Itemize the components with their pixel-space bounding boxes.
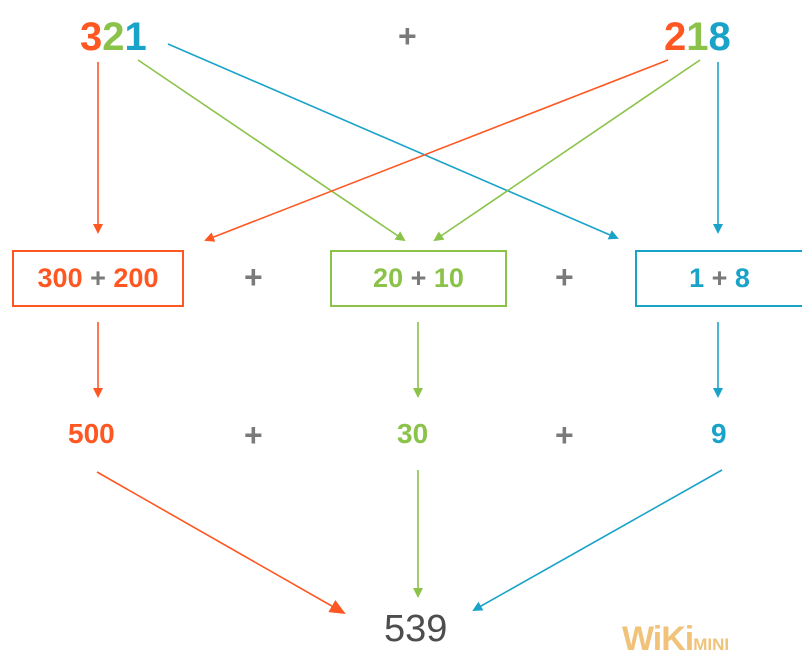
arrow-1-to-ones — [167, 43, 619, 240]
tens-box-b: 10 — [433, 263, 464, 293]
logo-wiki-text: WiKi — [622, 620, 694, 658]
right-hundreds-digit: 2 — [664, 15, 687, 59]
arrow-500-to-result — [96, 471, 346, 614]
ones-box-plus: + — [711, 263, 728, 293]
left-tens-digit: 2 — [102, 15, 125, 59]
right-addend: 218 — [664, 17, 731, 57]
partial-plus-2: + — [555, 417, 574, 453]
wikimini-logo: WiKiMINI — [622, 620, 729, 659]
tens-box: 20 + 10 — [330, 250, 507, 307]
partial-sum-tens: 30 — [397, 418, 429, 449]
tens-box-a: 20 — [373, 263, 404, 293]
left-ones-digit: 1 — [124, 15, 147, 59]
left-addend: 321 — [80, 17, 147, 57]
ones-box-b: 8 — [734, 263, 750, 293]
hundreds-box: 300 + 200 — [12, 250, 184, 307]
hundreds-box-b: 200 — [113, 263, 159, 293]
right-ones-digit: 8 — [708, 15, 731, 59]
ones-box: 1 + 8 — [635, 250, 802, 307]
hundreds-box-plus: + — [90, 263, 106, 293]
arrow-9-to-result — [472, 469, 723, 611]
boxes-plus-2: + — [555, 259, 574, 295]
logo-mini-text: MINI — [693, 635, 730, 654]
ones-box-a: 1 — [689, 263, 705, 293]
arrow-2-to-tens — [137, 59, 406, 242]
partial-sum-hundreds: 500 — [68, 418, 115, 449]
hundreds-box-a: 300 — [37, 263, 83, 293]
final-result: 539 — [384, 608, 448, 650]
boxes-plus-1: + — [244, 259, 263, 295]
top-plus-sign: + — [398, 18, 417, 54]
right-tens-digit: 1 — [686, 15, 709, 59]
tens-box-plus: + — [410, 263, 427, 293]
partial-plus-1: + — [244, 417, 263, 453]
arrow-2b-to-hundreds — [204, 59, 669, 242]
left-hundreds-digit: 3 — [80, 15, 103, 59]
arrow-1b-to-tens — [433, 59, 701, 242]
partial-sum-ones: 9 — [711, 418, 727, 449]
